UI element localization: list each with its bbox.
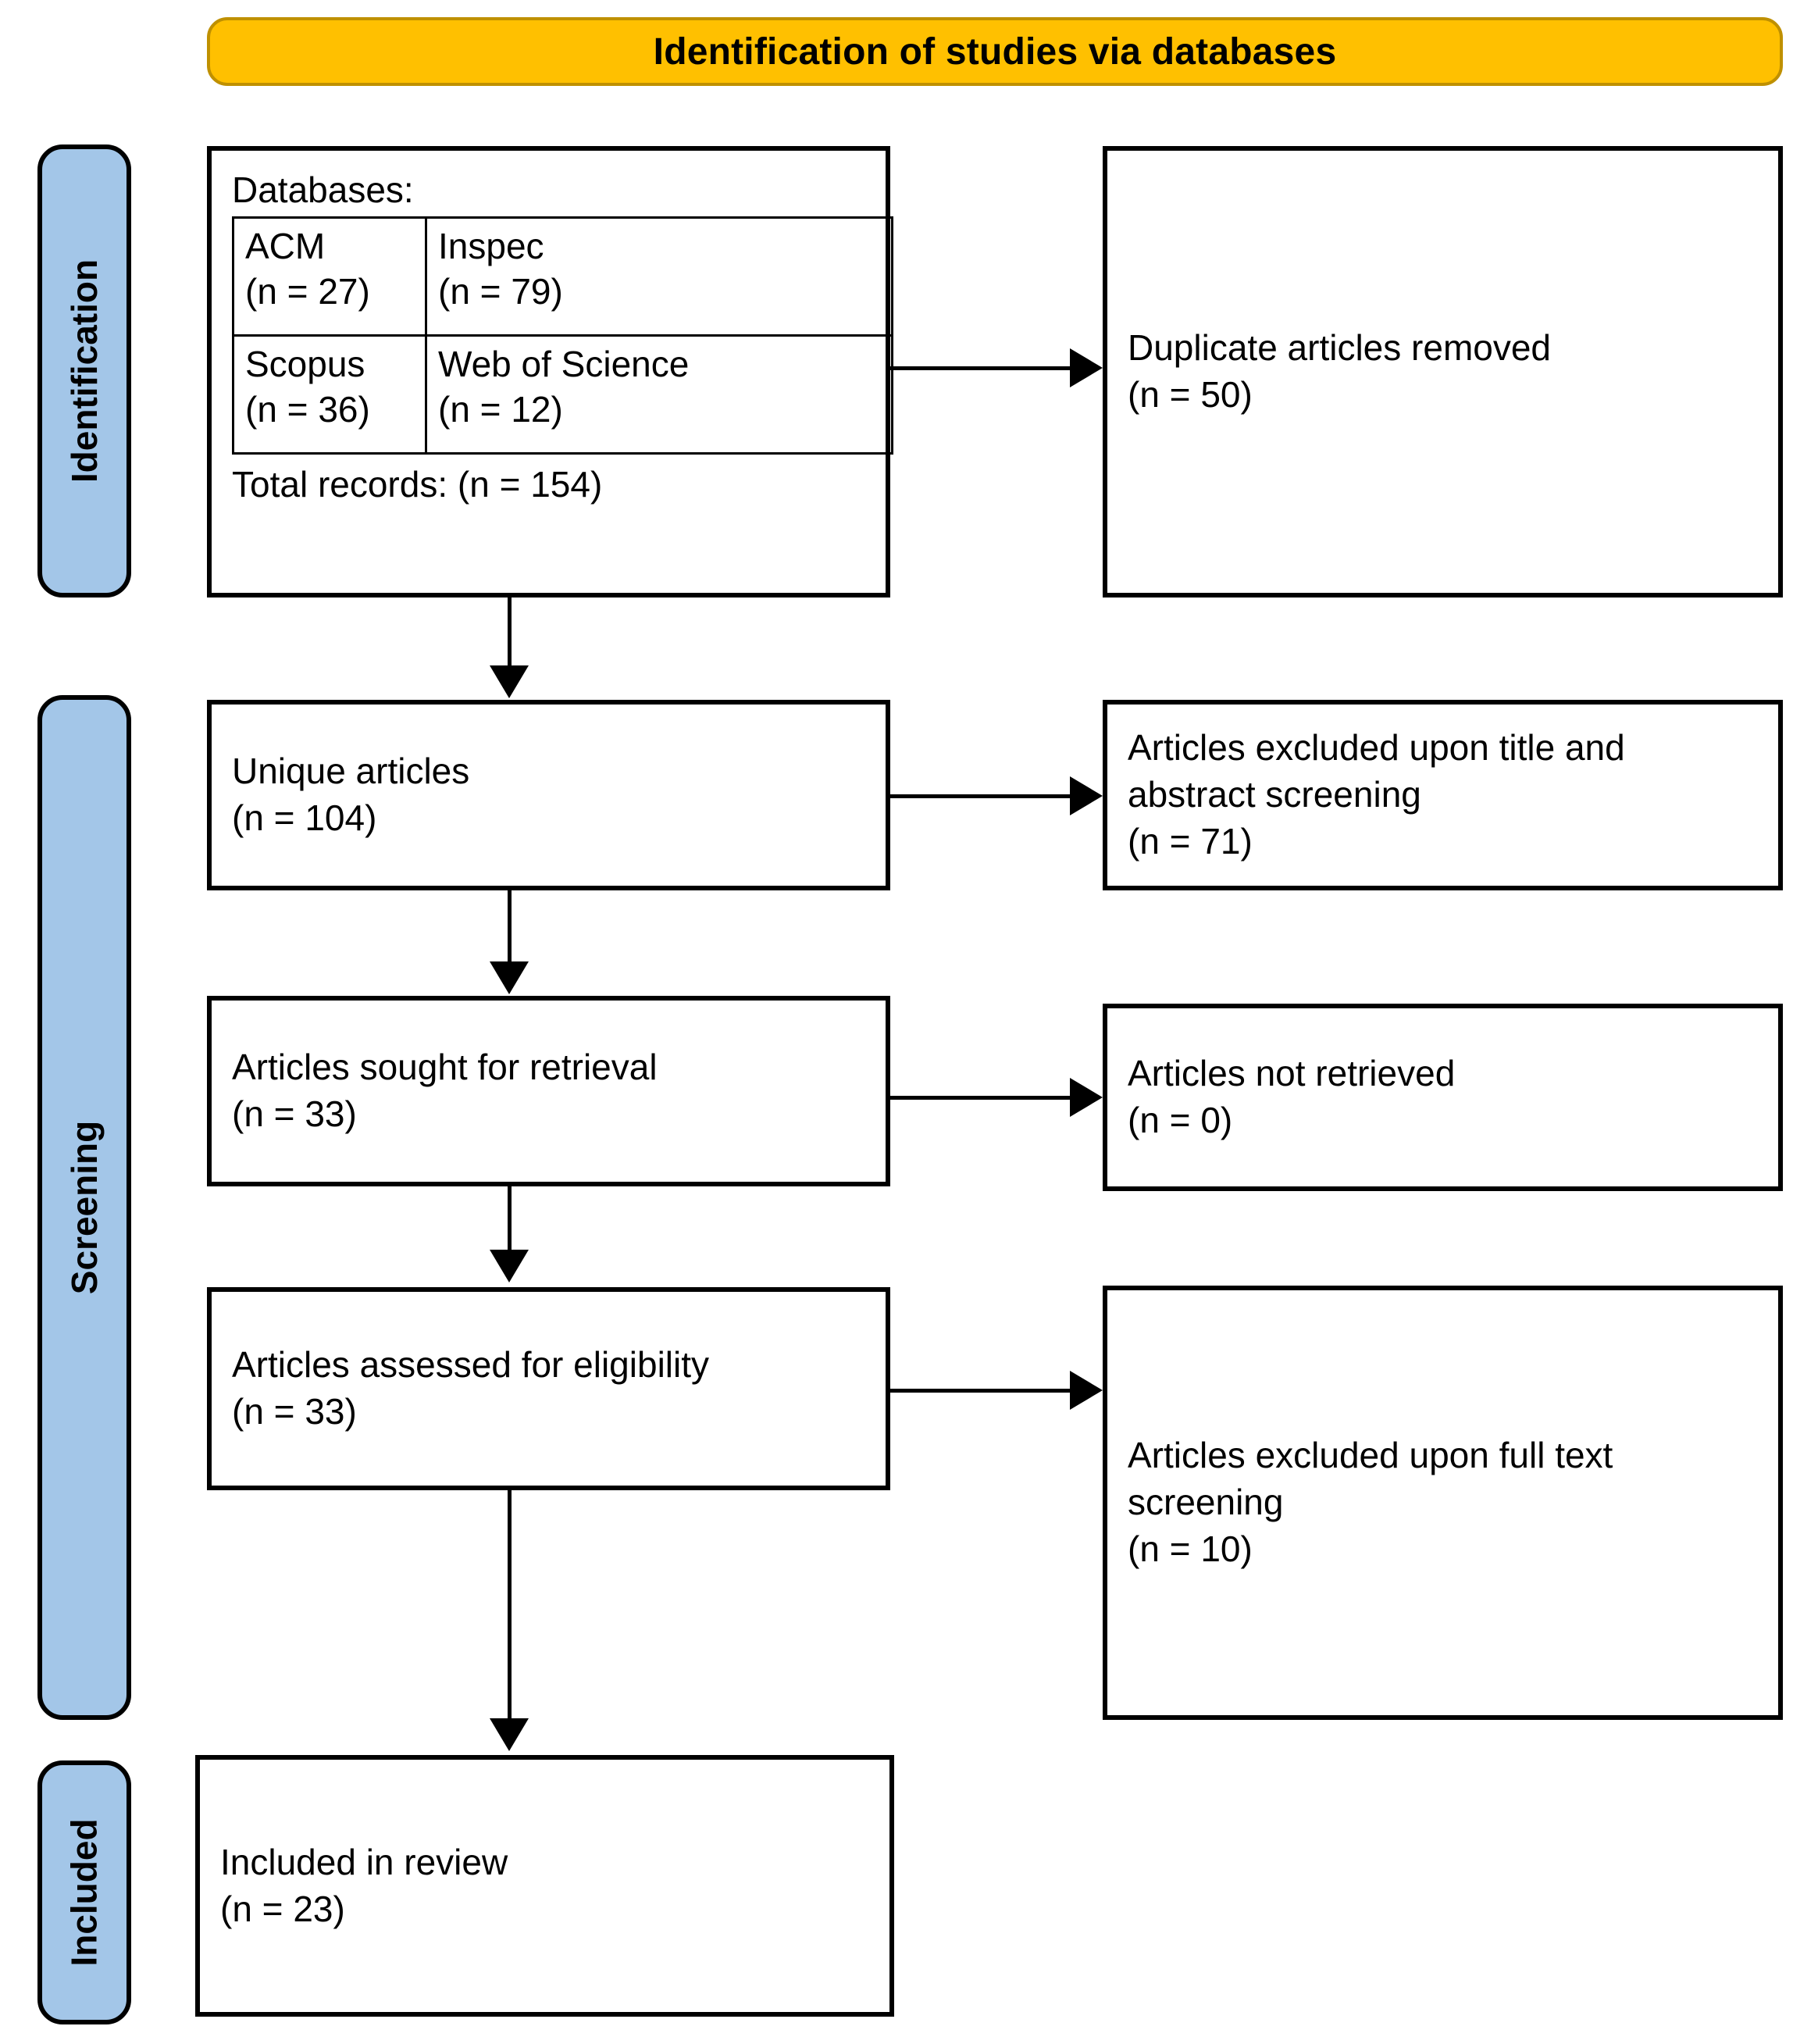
box-included-in-review-text: Included in review (n = 23) bbox=[220, 1841, 508, 1929]
connector-unique-to-sought bbox=[508, 890, 512, 965]
db-cell-acm: ACM (n = 27) bbox=[232, 216, 427, 337]
arrowhead-sought-to-not-retrieved bbox=[1070, 1078, 1103, 1117]
db-cell-scopus: Scopus (n = 36) bbox=[232, 334, 427, 455]
phase-banner-title: Identification of studies via databases bbox=[653, 30, 1337, 73]
connector-sought-to-not-retrieved bbox=[890, 1096, 1071, 1100]
phase-tab-included: Included bbox=[37, 1760, 131, 2024]
arrowhead-databases-to-unique bbox=[490, 665, 529, 698]
db-cell-web-of-science: Web of Science (n = 12) bbox=[425, 334, 893, 455]
box-duplicates-removed: Duplicate articles removed (n = 50) bbox=[1103, 146, 1783, 598]
connector-unique-to-excluded-title bbox=[890, 794, 1071, 798]
box-sought-for-retrieval-text: Articles sought for retrieval (n = 33) bbox=[232, 1047, 658, 1134]
box-not-retrieved: Articles not retrieved (n = 0) bbox=[1103, 1004, 1783, 1191]
arrowhead-assessed-to-included bbox=[490, 1718, 529, 1751]
arrowhead-assessed-to-excluded-full-text bbox=[1070, 1371, 1103, 1410]
db-cell-inspec: Inspec (n = 79) bbox=[425, 216, 893, 337]
box-excluded-full-text-text: Articles excluded upon full text screeni… bbox=[1128, 1435, 1613, 1569]
table-row: ACM (n = 27) Inspec (n = 79) bbox=[232, 216, 893, 337]
connector-sought-to-assessed bbox=[508, 1186, 512, 1254]
box-excluded-title-abstract: Articles excluded upon title and abstrac… bbox=[1103, 700, 1783, 890]
connector-databases-to-unique bbox=[508, 598, 512, 669]
phase-tab-included-label: Included bbox=[64, 1818, 105, 1967]
box-sought-for-retrieval: Articles sought for retrieval (n = 33) bbox=[207, 996, 890, 1186]
box-excluded-full-text: Articles excluded upon full text screeni… bbox=[1103, 1286, 1783, 1720]
phase-tab-identification-label: Identification bbox=[64, 259, 105, 483]
connector-assessed-to-included bbox=[508, 1490, 512, 1721]
box-excluded-title-abstract-text: Articles excluded upon title and abstrac… bbox=[1128, 727, 1625, 861]
box-duplicates-removed-text: Duplicate articles removed (n = 50) bbox=[1128, 327, 1552, 415]
box-databases: Databases: ACM (n = 27) Inspec (n = 79) … bbox=[207, 146, 893, 598]
connector-databases-to-duplicates bbox=[890, 366, 1071, 370]
arrowhead-databases-to-duplicates bbox=[1070, 348, 1103, 387]
box-assessed-for-eligibility-text: Articles assessed for eligibility (n = 3… bbox=[232, 1344, 710, 1432]
box-not-retrieved-text: Articles not retrieved (n = 0) bbox=[1128, 1053, 1456, 1140]
box-unique-articles: Unique articles (n = 104) bbox=[207, 700, 890, 890]
connector-assessed-to-excluded-full-text bbox=[890, 1389, 1071, 1393]
box-assessed-for-eligibility: Articles assessed for eligibility (n = 3… bbox=[207, 1287, 890, 1490]
databases-total-records: Total records: (n = 154) bbox=[232, 463, 603, 505]
arrowhead-sought-to-assessed bbox=[490, 1250, 529, 1282]
arrowhead-unique-to-excluded-title bbox=[1070, 776, 1103, 815]
phase-banner-identification: Identification of studies via databases bbox=[207, 17, 1783, 86]
databases-heading: Databases: bbox=[232, 169, 414, 210]
box-included-in-review: Included in review (n = 23) bbox=[195, 1755, 894, 2017]
databases-table: ACM (n = 27) Inspec (n = 79) Scopus (n =… bbox=[232, 216, 893, 455]
phase-tab-screening-label: Screening bbox=[64, 1120, 105, 1295]
phase-tab-screening: Screening bbox=[37, 695, 131, 1720]
table-row: Scopus (n = 36) Web of Science (n = 12) bbox=[232, 334, 893, 455]
phase-tab-identification: Identification bbox=[37, 144, 131, 598]
box-unique-articles-text: Unique articles (n = 104) bbox=[232, 751, 470, 838]
arrowhead-unique-to-sought bbox=[490, 961, 529, 994]
